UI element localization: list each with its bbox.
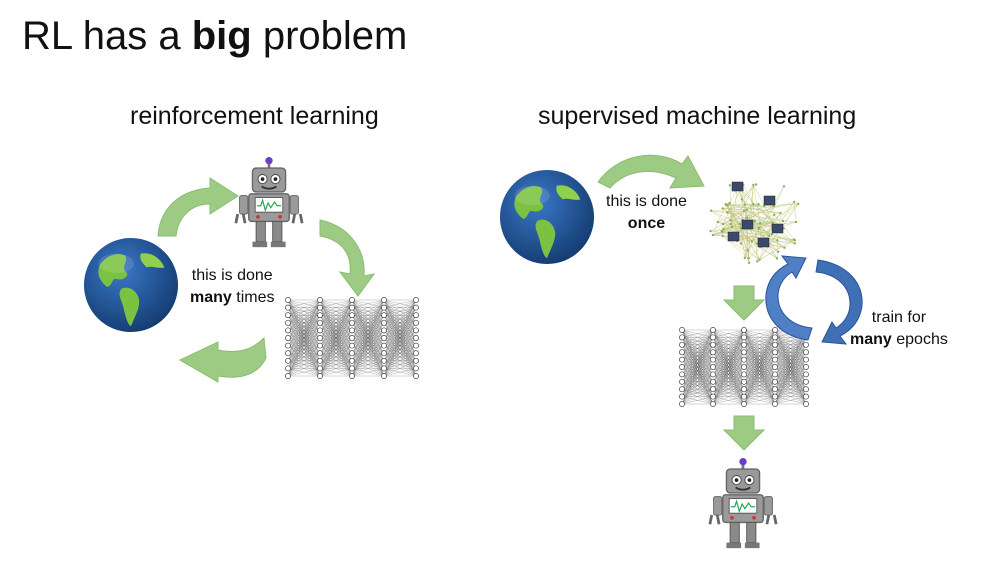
rl-note-bold: many bbox=[190, 289, 232, 306]
train-line2: many epochs bbox=[850, 329, 948, 351]
title-suffix: problem bbox=[251, 14, 408, 58]
sl-once-note: this is done once bbox=[606, 191, 687, 235]
robot-icon bbox=[706, 458, 780, 550]
dataset-graph-icon bbox=[709, 181, 800, 264]
cycle-arrows-icon bbox=[765, 255, 863, 345]
rl-heading: reinforcement learning bbox=[130, 102, 379, 130]
neural-network-icon bbox=[285, 297, 419, 379]
train-rest: epochs bbox=[891, 331, 948, 348]
rl-note-rest: times bbox=[231, 289, 275, 306]
down-arrow-icon bbox=[722, 415, 766, 451]
globe-icon bbox=[498, 168, 596, 266]
green-arrow-icon bbox=[157, 177, 239, 237]
slide-title: RL has a big problem bbox=[22, 14, 407, 59]
rl-note-line2: many times bbox=[190, 287, 274, 309]
sl-once-line2: once bbox=[606, 213, 687, 235]
rl-repeat-note: this is done many times bbox=[190, 265, 274, 309]
sl-once-bold: once bbox=[627, 215, 666, 232]
green-arrow-icon bbox=[319, 219, 376, 297]
train-bold: many bbox=[850, 331, 892, 348]
green-arrow-icon bbox=[597, 154, 705, 189]
rl-note-line1: this is done bbox=[191, 267, 273, 284]
title-prefix: RL has a bbox=[22, 14, 192, 58]
train-line1: train for bbox=[871, 309, 927, 326]
sl-once-line1: this is done bbox=[606, 193, 687, 210]
title-bold-word: big bbox=[191, 14, 252, 58]
globe-icon bbox=[82, 236, 180, 334]
train-epochs-note: train for many epochs bbox=[850, 307, 948, 351]
sl-heading: supervised machine learning bbox=[538, 102, 857, 130]
down-arrow-icon bbox=[722, 285, 766, 321]
green-arrow-icon bbox=[178, 336, 267, 383]
robot-icon bbox=[232, 157, 306, 249]
neural-network-icon bbox=[679, 327, 809, 407]
